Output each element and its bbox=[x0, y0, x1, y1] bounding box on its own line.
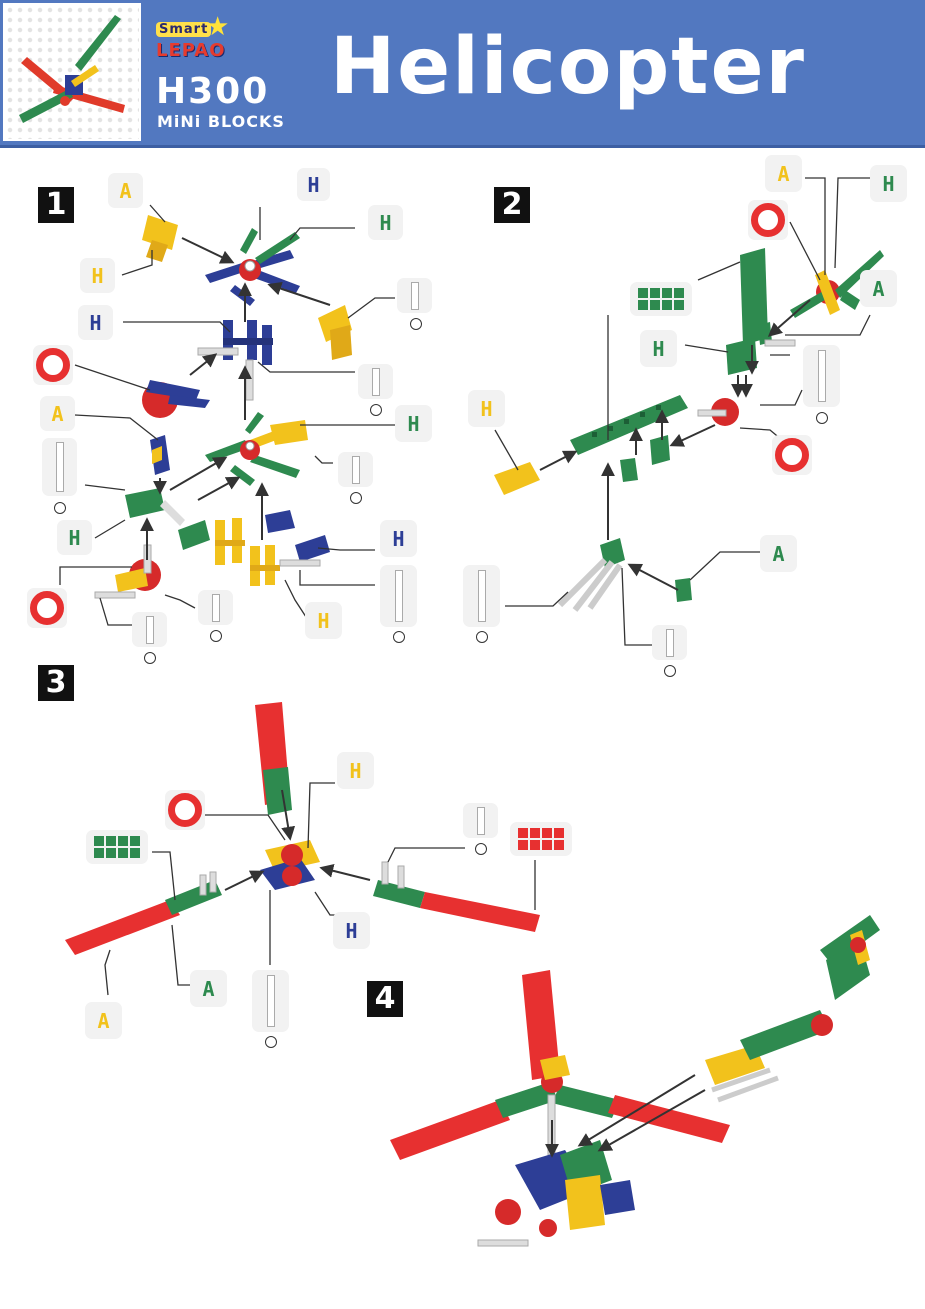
quantity-circle bbox=[816, 412, 828, 424]
red-plate-icon bbox=[510, 822, 572, 856]
blue-ladder-icon: H bbox=[78, 305, 113, 340]
axle-icon bbox=[463, 565, 500, 627]
step2-assembly bbox=[494, 177, 884, 646]
header-banner: Smart ★ LEPAO H300 MiNi BLOCKS Helicopte… bbox=[0, 0, 925, 148]
model-thumbnail bbox=[3, 3, 141, 141]
model-code: H300 bbox=[156, 71, 270, 112]
axle-icon bbox=[338, 452, 373, 487]
axle-icon bbox=[252, 970, 289, 1032]
step4-assembly bbox=[390, 915, 880, 1247]
step1-top-star bbox=[205, 228, 300, 306]
green-ladder-icon: H bbox=[57, 520, 92, 555]
axle-icon bbox=[652, 625, 687, 660]
step-number-3: 3 bbox=[38, 665, 74, 701]
red-ring-icon bbox=[27, 588, 67, 628]
quantity-circle bbox=[476, 631, 488, 643]
quantity-circle bbox=[265, 1036, 277, 1048]
green-a-clip-icon: A bbox=[760, 535, 797, 572]
green-plate-icon bbox=[630, 282, 692, 316]
blue-ladder-icon: H bbox=[297, 168, 330, 201]
quantity-circle bbox=[210, 630, 222, 642]
yellow-ladder-icon: H bbox=[80, 258, 115, 293]
axle-icon bbox=[380, 565, 417, 627]
quantity-circle bbox=[393, 631, 405, 643]
axle-icon bbox=[803, 345, 840, 407]
axle-icon bbox=[358, 364, 393, 399]
axle-icon bbox=[198, 590, 233, 625]
yellow-ladder-icon: H bbox=[468, 390, 505, 427]
step-number-2: 2 bbox=[494, 187, 530, 223]
red-ring-icon bbox=[165, 790, 205, 830]
yellow-ladder-icon: H bbox=[305, 602, 342, 639]
green-a-clip-icon: A bbox=[860, 270, 897, 307]
blue-ladder-icon: H bbox=[333, 912, 370, 949]
blue-ladder-icon: H bbox=[380, 520, 417, 557]
brand-smart: Smart bbox=[156, 22, 212, 37]
green-ladder-icon: H bbox=[368, 205, 403, 240]
yellow-a-clip-icon: A bbox=[108, 173, 143, 208]
quantity-circle bbox=[144, 652, 156, 664]
red-ring-icon bbox=[772, 435, 812, 475]
quantity-circle bbox=[410, 318, 422, 330]
axle-icon bbox=[463, 803, 498, 838]
yellow-a-clip-icon: A bbox=[85, 1002, 122, 1039]
quantity-circle bbox=[350, 492, 362, 504]
axle-icon bbox=[397, 278, 432, 313]
quantity-circle bbox=[475, 843, 487, 855]
axle-icon bbox=[132, 612, 167, 647]
green-a-clip-icon: A bbox=[190, 970, 227, 1007]
green-ladder-icon: H bbox=[640, 330, 677, 367]
step-number-4: 4 bbox=[367, 981, 403, 1017]
axle-icon bbox=[42, 438, 77, 496]
quantity-circle bbox=[370, 404, 382, 416]
green-plate-icon bbox=[86, 830, 148, 864]
brand-logo: LEPAO bbox=[156, 40, 226, 61]
star-icon: ★ bbox=[206, 12, 230, 42]
green-ladder-icon: H bbox=[395, 405, 432, 442]
quantity-circle bbox=[664, 665, 676, 677]
brand-block: Smart ★ LEPAO H300 MiNi BLOCKS bbox=[154, 12, 294, 132]
yellow-ladder-icon: H bbox=[337, 752, 374, 789]
red-ring-icon bbox=[33, 345, 73, 385]
step3-assembly bbox=[65, 702, 540, 996]
step-number-1: 1 bbox=[38, 187, 74, 223]
red-ring-icon bbox=[748, 200, 788, 240]
yellow-a-clip-icon: A bbox=[765, 155, 802, 192]
page-title: Helicopter bbox=[330, 22, 806, 112]
green-ladder-icon: H bbox=[870, 165, 907, 202]
quantity-circle bbox=[54, 502, 66, 514]
yellow-a-clip-icon: A bbox=[40, 396, 75, 431]
model-subtitle: MiNi BLOCKS bbox=[157, 112, 285, 131]
step1-assembly bbox=[59, 204, 395, 626]
